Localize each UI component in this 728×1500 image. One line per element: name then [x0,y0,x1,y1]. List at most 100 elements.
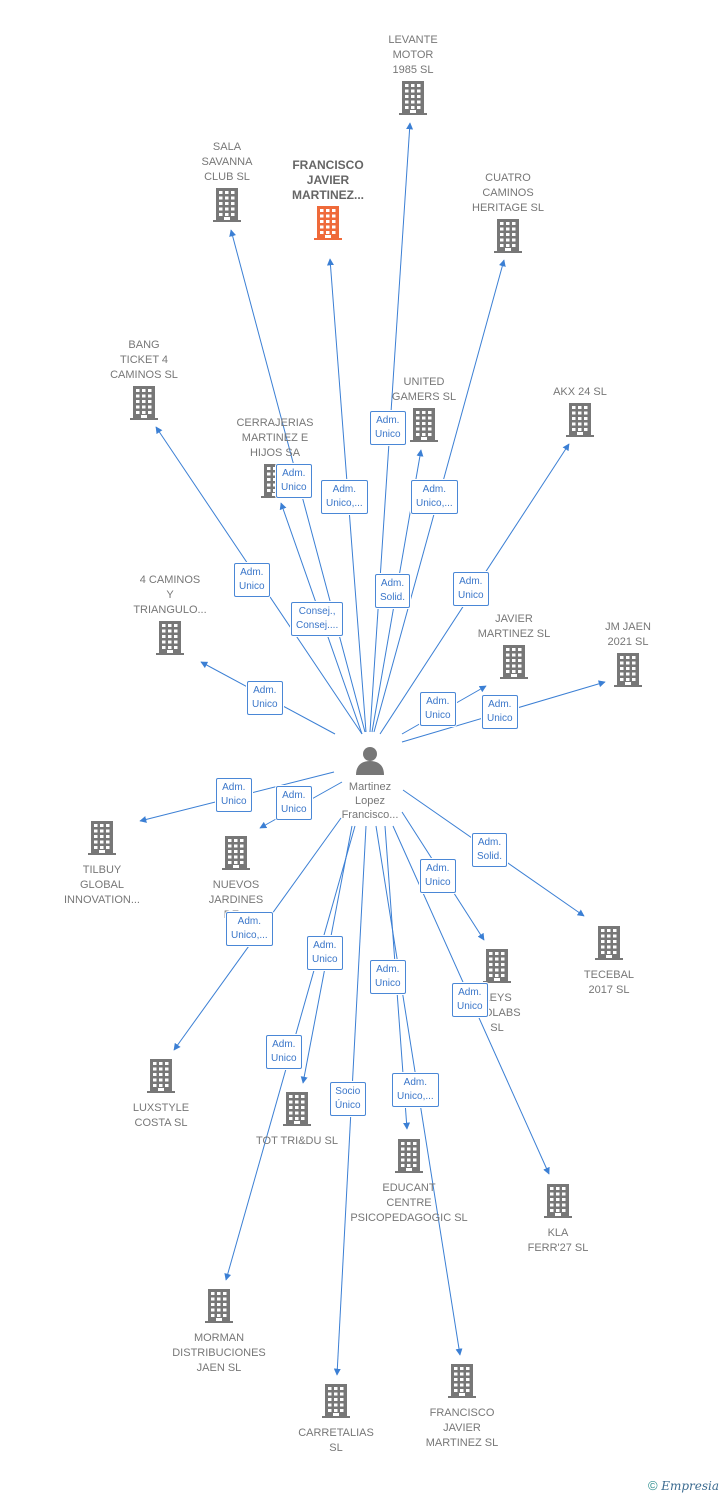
role-badge-carretalias[interactable]: Socio Único [330,1082,366,1116]
building-icon [494,219,522,253]
role-badge-luxstyle[interactable]: Adm. Unico,... [226,912,273,946]
building-icon-wrap [205,1289,233,1328]
role-badge-nuevos[interactable]: Adm. Unico [276,786,312,820]
building-icon-wrap [544,1184,572,1223]
role-badge-kla[interactable]: Adm. Unico [452,983,488,1017]
company-node-jmjaen[interactable]: JM JAEN 2021 SL [563,620,693,695]
company-label: UNITED GAMERS SL [391,376,457,403]
role-badge-tecebal[interactable]: Adm. Solid. [472,833,508,867]
company-node-tot[interactable]: TOT TRI&DU SL [232,1089,362,1149]
company-label: 4 CAMINOS Y TRIANGULO... [133,574,207,616]
building-icon-wrap [88,821,116,860]
building-icon-wrap [130,386,158,425]
building-icon-wrap [322,1384,350,1423]
building-icon-wrap [566,403,594,442]
building-icon [147,1059,175,1093]
company-node-united[interactable]: UNITED GAMERS SL [359,375,489,450]
building-icon-wrap [494,219,522,258]
role-badge-sala[interactable]: Adm. Unico,... [321,480,368,514]
company-label: AKX 24 SL [553,386,607,398]
role-badge-morman[interactable]: Adm. Unico [266,1035,302,1069]
building-icon-wrap [500,645,528,684]
company-label: FRANCISCO JAVIER MARTINEZ... [292,158,364,202]
role-badge-cerrajerias[interactable]: Adm. Unico [276,464,312,498]
company-label: SALA SAVANNA CLUB SL [201,141,253,183]
building-icon [566,403,594,437]
role-badge-akx[interactable]: Adm. Unico [453,572,489,606]
role-badge-fjm_sl[interactable]: Adm. Unico,... [392,1073,439,1107]
building-icon [213,188,241,222]
company-label: TOT TRI&DU SL [256,1135,338,1147]
person-label: Martinez Lopez Francisco... [341,781,399,821]
company-node-tecebal[interactable]: TECEBAL 2017 SL [544,923,674,998]
person-node[interactable]: Martinez Lopez Francisco... [305,745,435,822]
role-badge-cuatro[interactable]: Adm. Unico,... [411,480,458,514]
building-icon-wrap [222,836,250,875]
company-node-caminos4[interactable]: 4 CAMINOS Y TRIANGULO... [105,573,235,663]
building-icon [410,408,438,442]
company-node-kla[interactable]: KLA FERR'27 SL [493,1181,623,1256]
company-node-educant[interactable]: EDUCANT CENTRE PSICOPEDAGOGIC SL [344,1136,474,1226]
copyright-symbol: © [648,1478,658,1493]
company-label: LUXSTYLE COSTA SL [132,1102,190,1129]
company-label: MORMAN DISTRIBUCIONES JAEN SL [172,1332,266,1374]
building-icon [448,1364,476,1398]
person-icon [356,747,384,775]
company-node-keys[interactable]: KEYS BIOLABS SL [432,946,562,1036]
building-icon [595,926,623,960]
company-node-jmartinez[interactable]: JAVIER MARTINEZ SL [449,612,579,687]
role-badge-educant[interactable]: Adm. Unico [370,960,406,994]
role-badge-keys[interactable]: Adm. Unico [420,859,456,893]
company-node-cuatro[interactable]: CUATRO CAMINOS HERITAGE SL [443,171,573,261]
company-label: CERRAJERIAS MARTINEZ E HIJOS SA [236,417,314,459]
role-badge-tot[interactable]: Adm. Unico [307,936,343,970]
company-node-tilbuy[interactable]: TILBUY GLOBAL INNOVATION... [37,818,167,908]
building-icon-wrap [314,206,342,245]
company-node-akx[interactable]: AKX 24 SL [515,385,645,445]
building-icon-wrap [614,653,642,692]
company-node-luxstyle[interactable]: LUXSTYLE COSTA SL [96,1056,226,1131]
building-icon [88,821,116,855]
company-label: LEVANTE MOTOR 1985 SL [388,34,438,76]
building-icon-wrap [395,1139,423,1178]
company-node-fjm_main[interactable]: FRANCISCO JAVIER MARTINEZ... [263,158,393,248]
building-icon-wrap [448,1364,476,1403]
footer-brand[interactable]: © Empresia [648,1478,719,1493]
company-label: KLA FERR'27 SL [527,1227,589,1254]
building-icon-wrap [595,926,623,965]
building-icon [399,81,427,115]
role-badge-caminos4[interactable]: Adm. Unico [247,681,283,715]
brand-name: Empresia [661,1479,720,1493]
company-node-bang[interactable]: BANG TICKET 4 CAMINOS SL [79,338,209,428]
building-icon [156,621,184,655]
building-icon [222,836,250,870]
building-icon [483,949,511,983]
company-node-carretalias[interactable]: CARRETALIAS SL [271,1381,401,1456]
company-label: CARRETALIAS SL [298,1427,374,1454]
company-label: EDUCANT CENTRE PSICOPEDAGOGIC SL [350,1182,468,1224]
company-node-fjm_sl[interactable]: FRANCISCO JAVIER MARTINEZ SL [397,1361,527,1451]
company-node-levante[interactable]: LEVANTE MOTOR 1985 SL [348,33,478,123]
role-badge-tilbuy[interactable]: Adm. Unico [216,778,252,812]
company-label: JM JAEN 2021 SL [605,621,651,648]
role-badge-levante[interactable]: Adm. Unico [370,411,406,445]
building-icon-wrap [410,408,438,447]
role-badge-fjm_main[interactable]: Consej., Consej.... [291,602,344,636]
company-node-morman[interactable]: MORMAN DISTRIBUCIONES JAEN SL [154,1286,284,1376]
company-label: JAVIER MARTINEZ SL [477,613,551,640]
company-node-sala[interactable]: SALA SAVANNA CLUB SL [162,140,292,230]
role-badge-bang[interactable]: Adm. Unico [234,563,270,597]
building-icon-wrap [147,1059,175,1098]
role-badge-united[interactable]: Adm. Solid. [375,574,411,608]
role-badge-jmartinez[interactable]: Adm. Unico [420,692,456,726]
role-badge-jmjaen[interactable]: Adm. Unico [482,695,518,729]
company-label: TECEBAL 2017 SL [583,969,635,996]
building-icon-wrap [213,188,241,227]
building-icon-wrap [283,1092,311,1131]
company-node-nuevos[interactable]: NUEVOS JARDINES DE... [171,833,301,923]
building-icon [322,1384,350,1418]
building-icon [283,1092,311,1126]
building-icon [544,1184,572,1218]
building-icon-wrap [399,81,427,120]
building-icon [130,386,158,420]
